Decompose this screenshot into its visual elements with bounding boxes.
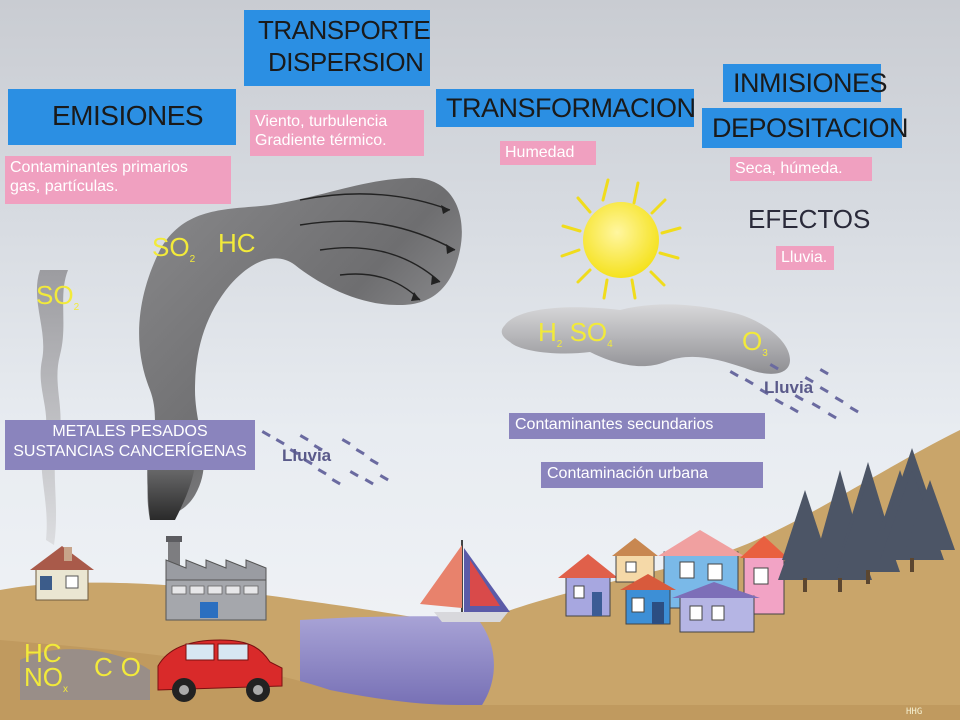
header-dispersion: DISPERSION bbox=[268, 47, 424, 77]
formula-hc-plume: HC bbox=[218, 228, 256, 258]
transformation-cloud bbox=[501, 304, 790, 374]
header-transporte: TRANSPORTE bbox=[258, 15, 431, 45]
formula-hc-car: HC bbox=[24, 638, 62, 668]
factory-icon bbox=[165, 536, 267, 621]
label-seca-humeda: Seca, húmeda. bbox=[730, 157, 872, 181]
label-viento: Viento, turbulencia Gradiente térmico. bbox=[250, 110, 424, 156]
label-lluvia-efectos: Lluvia. bbox=[776, 246, 834, 270]
ground-bottom bbox=[0, 640, 960, 720]
pine-trees bbox=[778, 448, 955, 592]
label-contaminantes-primarios: Contaminantes primarios gas, partículas. bbox=[5, 156, 231, 204]
author-signature: HHG bbox=[906, 707, 923, 717]
label-contaminacion-urbana: Contaminación urbana bbox=[541, 462, 763, 488]
formula-h2so4: H2 SO4 bbox=[538, 317, 613, 351]
factory-smoke-plume bbox=[139, 177, 462, 520]
car-icon bbox=[20, 639, 283, 702]
thin-smoke-plume bbox=[36, 270, 68, 545]
town-houses bbox=[558, 530, 788, 633]
header-transformacion: TRANSFORMACION bbox=[436, 89, 696, 127]
formula-o3: O3 bbox=[742, 326, 768, 360]
house-left-icon bbox=[30, 546, 94, 601]
label-lluvia-right: Lluvia bbox=[764, 378, 814, 397]
sun-icon bbox=[560, 178, 682, 300]
wind-arrows bbox=[299, 193, 456, 301]
label-metales-sustancias: METALES PESADOS SUSTANCIAS CANCERÍGENAS bbox=[5, 420, 255, 470]
formula-so2-plume: SO2 bbox=[152, 232, 196, 266]
formula-nox-car: NOx bbox=[24, 662, 68, 696]
formula-co-car: CO bbox=[94, 652, 149, 682]
sailboat-icon bbox=[420, 540, 510, 622]
header-transporte-dispersion: TRANSPORTE DISPERSION bbox=[244, 10, 431, 86]
rain-streaks-right bbox=[729, 363, 859, 420]
wind-arrowheads bbox=[411, 205, 455, 301]
header-efectos: EFECTOS bbox=[748, 204, 871, 234]
label-humedad: Humedad bbox=[500, 141, 596, 165]
formula-so2-left: SO2 bbox=[36, 280, 80, 314]
header-depositacion: DEPOSITACION bbox=[702, 108, 909, 148]
label-contaminantes-secundarios: Contaminantes secundarios bbox=[509, 413, 765, 439]
label-lluvia-left: Lluvia bbox=[282, 446, 332, 465]
header-emisiones: EMISIONES bbox=[8, 89, 236, 145]
rain-streaks-left bbox=[261, 430, 389, 486]
header-inmisiones: INMISIONES bbox=[723, 64, 888, 102]
